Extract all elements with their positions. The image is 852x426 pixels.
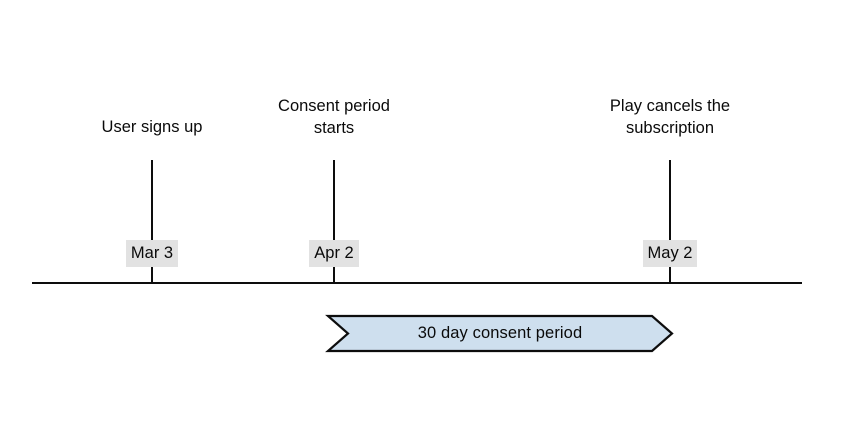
event-date-text-play-cancels: May 2	[642, 240, 698, 267]
event-date-consent-start: Apr 2	[204, 240, 464, 267]
event-date-text-signup: Mar 3	[125, 240, 179, 267]
event-date-text-consent-start: Apr 2	[309, 240, 359, 267]
event-tick-signup	[151, 160, 153, 284]
event-label-signup: User signs up	[101, 118, 203, 136]
event-tick-play-cancels	[669, 160, 671, 284]
consent-period-banner: 30 day consent period	[325, 314, 674, 353]
chevron-banner-shape	[325, 314, 674, 353]
event-tick-consent-start	[333, 160, 335, 284]
consent-period-banner-label: 30 day consent period	[417, 324, 583, 342]
event-date-signup: Mar 3	[22, 240, 282, 267]
event-date-play-cancels: May 2	[540, 240, 800, 267]
event-label-play-cancels: Play cancels the subscription	[609, 97, 731, 137]
timeline-axis	[32, 282, 802, 284]
event-label-consent-start: Consent period starts	[278, 97, 390, 137]
